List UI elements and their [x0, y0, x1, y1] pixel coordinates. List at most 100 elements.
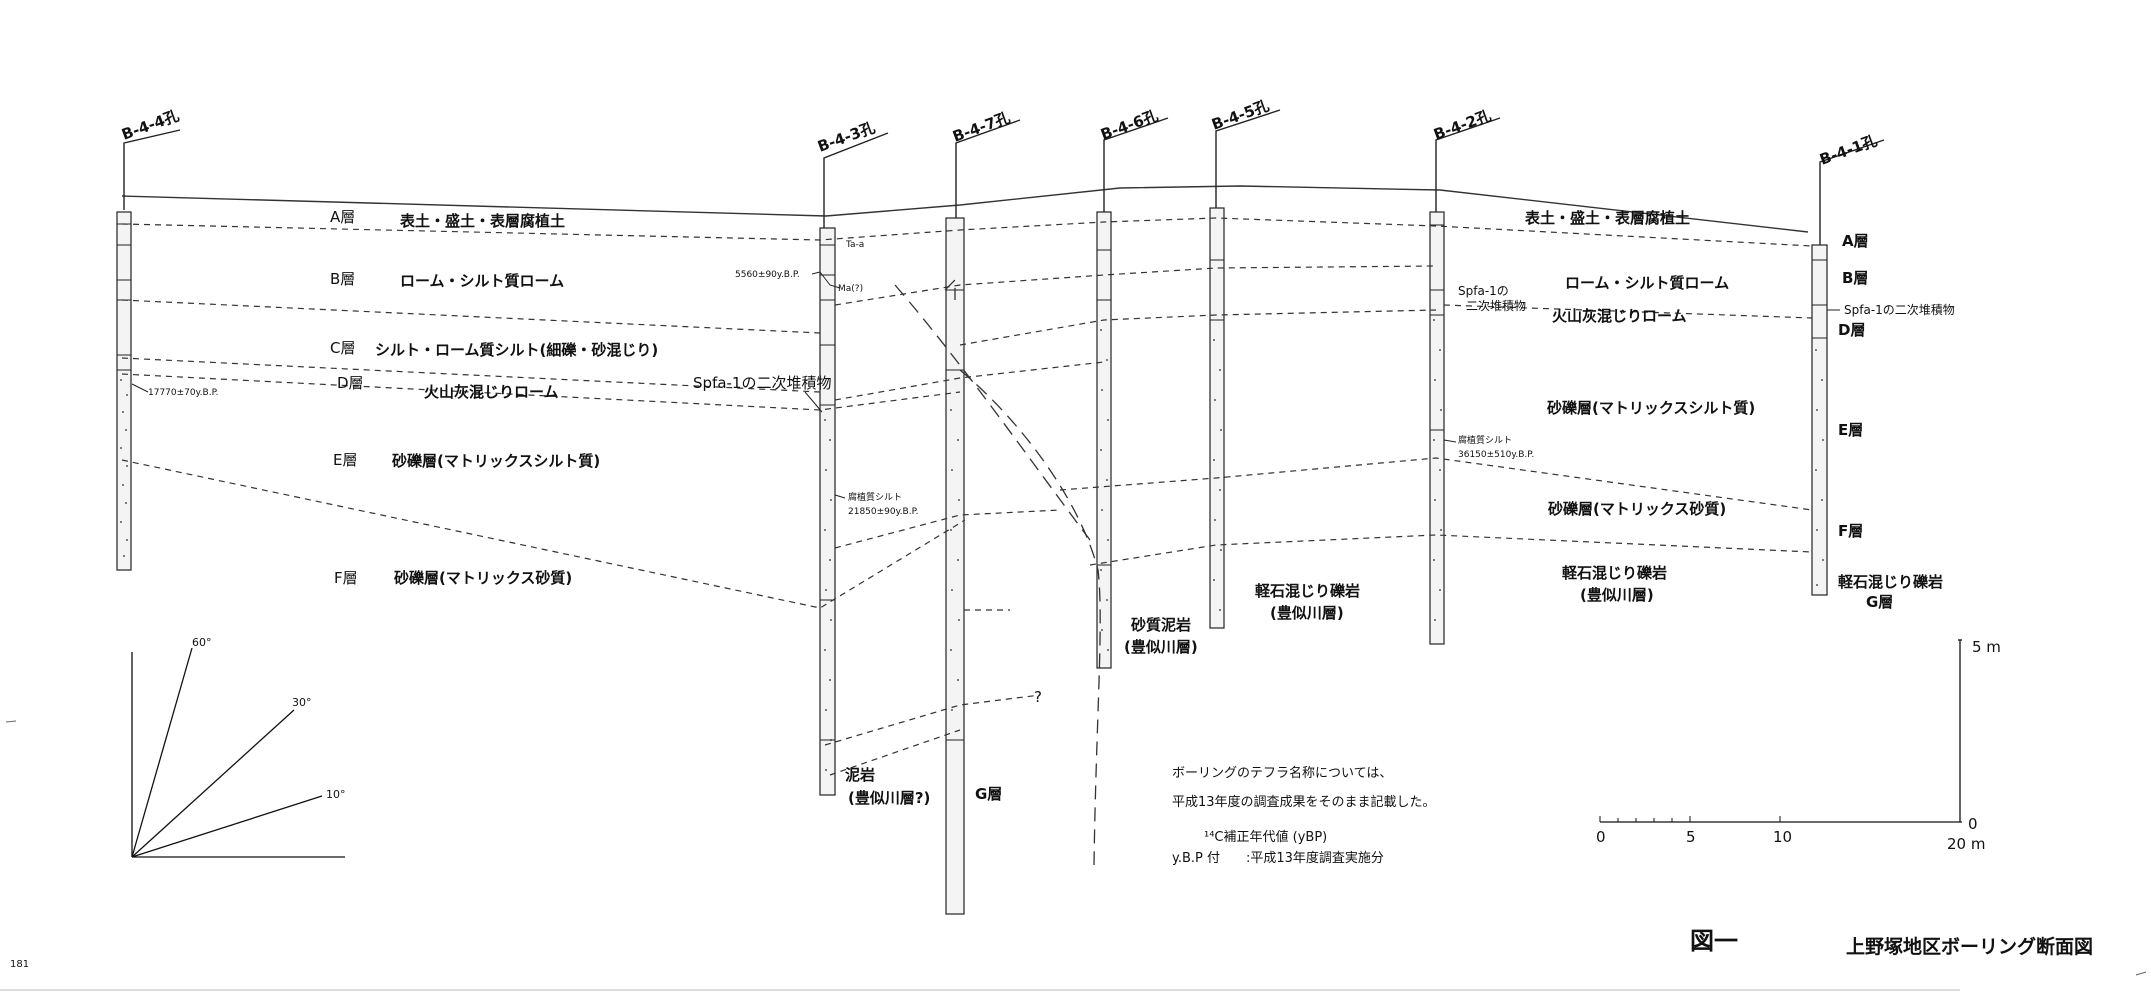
borehole-pole-b44	[123, 129, 181, 210]
horizontal-scale-tick-0: 0	[1596, 828, 1606, 846]
scale-bars: 5 m 0 0 5 10 20 m	[1596, 638, 2001, 853]
borehole-name-b45: B-4-5孔	[1209, 96, 1271, 133]
angle-line-10	[131, 795, 323, 858]
texture-b42	[1433, 319, 1442, 621]
layer-name-e: 砂礫層(マトリックスシルト質)	[392, 452, 600, 470]
layer-name-f: 砂礫層(マトリックス砂質)	[394, 569, 572, 587]
borehole-pole-b43	[823, 132, 889, 228]
horizontal-scale-tick-10: 10	[1773, 828, 1792, 846]
b41-code-d: D層	[1838, 321, 1865, 339]
boundary-upper-loam-left	[834, 265, 1437, 306]
vertical-scale-label: 5 m	[1972, 638, 2001, 656]
layer-name-surface-right: 表土・盛土・表層腐植土	[1525, 209, 1690, 227]
texture-b46	[1100, 329, 1109, 651]
borehole-pole-b47	[955, 119, 1021, 218]
right-layer-labels: 表土・盛土・表層腐植土 ローム・シルト質ローム 火山灰混じりローム 砂礫層(マト…	[1525, 209, 1755, 604]
b41-layer-codes: A層 B層 D層 E層 F層 軽石混じり礫岩 G層	[1838, 232, 1943, 611]
boundary-b-c	[121, 299, 821, 334]
boundary-gravel-silt	[1059, 457, 1813, 511]
borehole-pole-b42	[1435, 117, 1501, 212]
angle-line-60	[131, 647, 193, 858]
figure-title: 上野塚地区ボーリング断面図	[1846, 935, 2093, 958]
fault-line-main	[959, 369, 1101, 866]
column-ticks	[117, 223, 1827, 741]
borehole-column-b42	[1429, 211, 1445, 645]
left-layer-labels: A層 表土・盛土・表層腐植土 B層 ローム・シルト質ローム C層 シルト・ローム…	[330, 208, 658, 587]
b41-code-g: G層	[1866, 593, 1893, 611]
angle-label-60: 60°	[192, 636, 212, 649]
layer-name-sandy-1: 砂質泥岩	[1131, 616, 1191, 634]
b41-code-f: F層	[1838, 522, 1863, 540]
b43-humic-age-label: 21850±90y.B.P.	[848, 507, 918, 517]
b43-ma-label: Ma(?)	[838, 284, 863, 294]
center-layer-labels: 軽石混じり礫岩 (豊似川層) 砂質泥岩 (豊似川層) 泥岩 (豊似川層?) G層	[845, 582, 1360, 807]
dip-angle-diagram: 60° 30° 10°	[131, 636, 346, 858]
b41-code-e: E層	[1838, 421, 1863, 439]
layer-name-d: 火山灰混じりローム	[424, 383, 559, 401]
horizontal-scale-tick-20: 20 m	[1947, 835, 1985, 853]
small-annotations: 17770±70y.B.P. Ta-a 5560±90y.B.P. Ma(?) …	[131, 240, 1955, 706]
texture-b43	[824, 419, 832, 771]
borehole-poles	[123, 109, 1885, 245]
b42-spfa-label-1: Spfa-1の	[1458, 284, 1509, 298]
b41-code-b: B層	[1842, 269, 1868, 287]
angle-label-10: 10°	[326, 788, 346, 801]
layer-name-b: ローム・シルト質ローム	[400, 272, 564, 290]
borehole-column-b45	[1209, 207, 1225, 629]
fault-line-diagonal	[894, 284, 1091, 541]
boundary-lower-b43	[824, 694, 1041, 746]
borehole-pole-b41	[1819, 139, 1885, 245]
vertical-scale-zero: 0	[1968, 815, 1978, 833]
layer-name-a: 表土・盛土・表層腐植土	[400, 212, 565, 230]
layer-name-pumice-right-2: (豊似川層)	[1580, 586, 1654, 604]
layer-name-ash-right: 火山灰混じりローム	[1552, 307, 1687, 325]
ground-surface-line	[121, 185, 1809, 233]
borehole-names: B-4-4孔 B-4-3孔 B-4-7孔 B-4-6孔 B-4-5孔 B-4-2…	[119, 96, 1879, 168]
boundary-bottom-b43	[829, 729, 961, 776]
layer-code-d: D層	[337, 374, 364, 392]
b43-age-label: 5560±90y.B.P.	[735, 270, 800, 280]
fault-line-upper	[944, 278, 956, 300]
borehole-column-b43	[819, 227, 836, 796]
b41-pumice: 軽石混じり礫岩	[1838, 573, 1943, 591]
b42-spfa-label-2: 二次堆積物	[1466, 298, 1526, 313]
spfa-center-label: Spfa-1の二次堆積物	[693, 374, 831, 392]
layer-name-pumice-center-1: 軽石混じり礫岩	[1255, 582, 1360, 600]
note-line-3: ¹⁴C補正年代値 (yBP)	[1204, 829, 1327, 845]
layer-name-gravel-sand-right: 砂礫層(マトリックス砂質)	[1548, 500, 1726, 518]
b44-age-label: 17770±70y.B.P.	[148, 388, 218, 398]
layer-boundaries	[121, 217, 1813, 776]
layer-name-loam-right: ローム・シルト質ローム	[1565, 274, 1729, 292]
layer-code-f: F層	[334, 569, 358, 587]
layer-name-pumice-right-1: 軽石混じり礫岩	[1562, 564, 1667, 582]
boundary-e-f	[121, 459, 966, 609]
column-texture	[120, 319, 1824, 771]
angle-label-30: 30°	[292, 696, 312, 709]
layer-code-b: B層	[330, 270, 355, 288]
layer-name-c: シルト・ローム質シルト(細礫・砂混じり)	[375, 341, 658, 359]
borehole-column-b41	[1811, 244, 1828, 596]
figure-number: 図一	[1690, 927, 1738, 955]
fault-lines	[894, 278, 1101, 866]
borehole-pole-b45	[1215, 109, 1281, 208]
texture-b41	[1815, 349, 1824, 586]
borehole-column-b47	[945, 217, 965, 915]
notes: ボーリングのテフラ名称については、 平成13年度の調査成果をそのまま記載した。 …	[1172, 765, 1436, 866]
borehole-name-b42: B-4-2孔	[1431, 106, 1493, 143]
layer-name-gravel-silt-right: 砂礫層(マトリックスシルト質)	[1547, 399, 1755, 417]
boundary-a-b	[121, 217, 1813, 247]
layer-code-c: C層	[330, 339, 355, 357]
boundary-ash-loam	[959, 309, 1437, 346]
note-line-1: ボーリングのテフラ名称については、	[1172, 765, 1392, 781]
texture-b45	[1213, 339, 1222, 611]
margin-mark-bottom-left: 181	[10, 959, 29, 970]
question-mark: ?	[1034, 688, 1042, 706]
b41-spfa-label: Spfa-1の二次堆積物	[1844, 302, 1955, 317]
note-line-4: y.B.P 付 :平成13年度調査実施分	[1172, 850, 1384, 866]
layer-name-mudstone-2: (豊似川層?)	[848, 789, 930, 807]
b42-humic-label: 腐植質シルト	[1458, 434, 1512, 446]
texture-b47	[950, 409, 960, 711]
borehole-column-b46	[1096, 211, 1112, 669]
layer-name-sandy-2: (豊似川層)	[1124, 638, 1198, 656]
